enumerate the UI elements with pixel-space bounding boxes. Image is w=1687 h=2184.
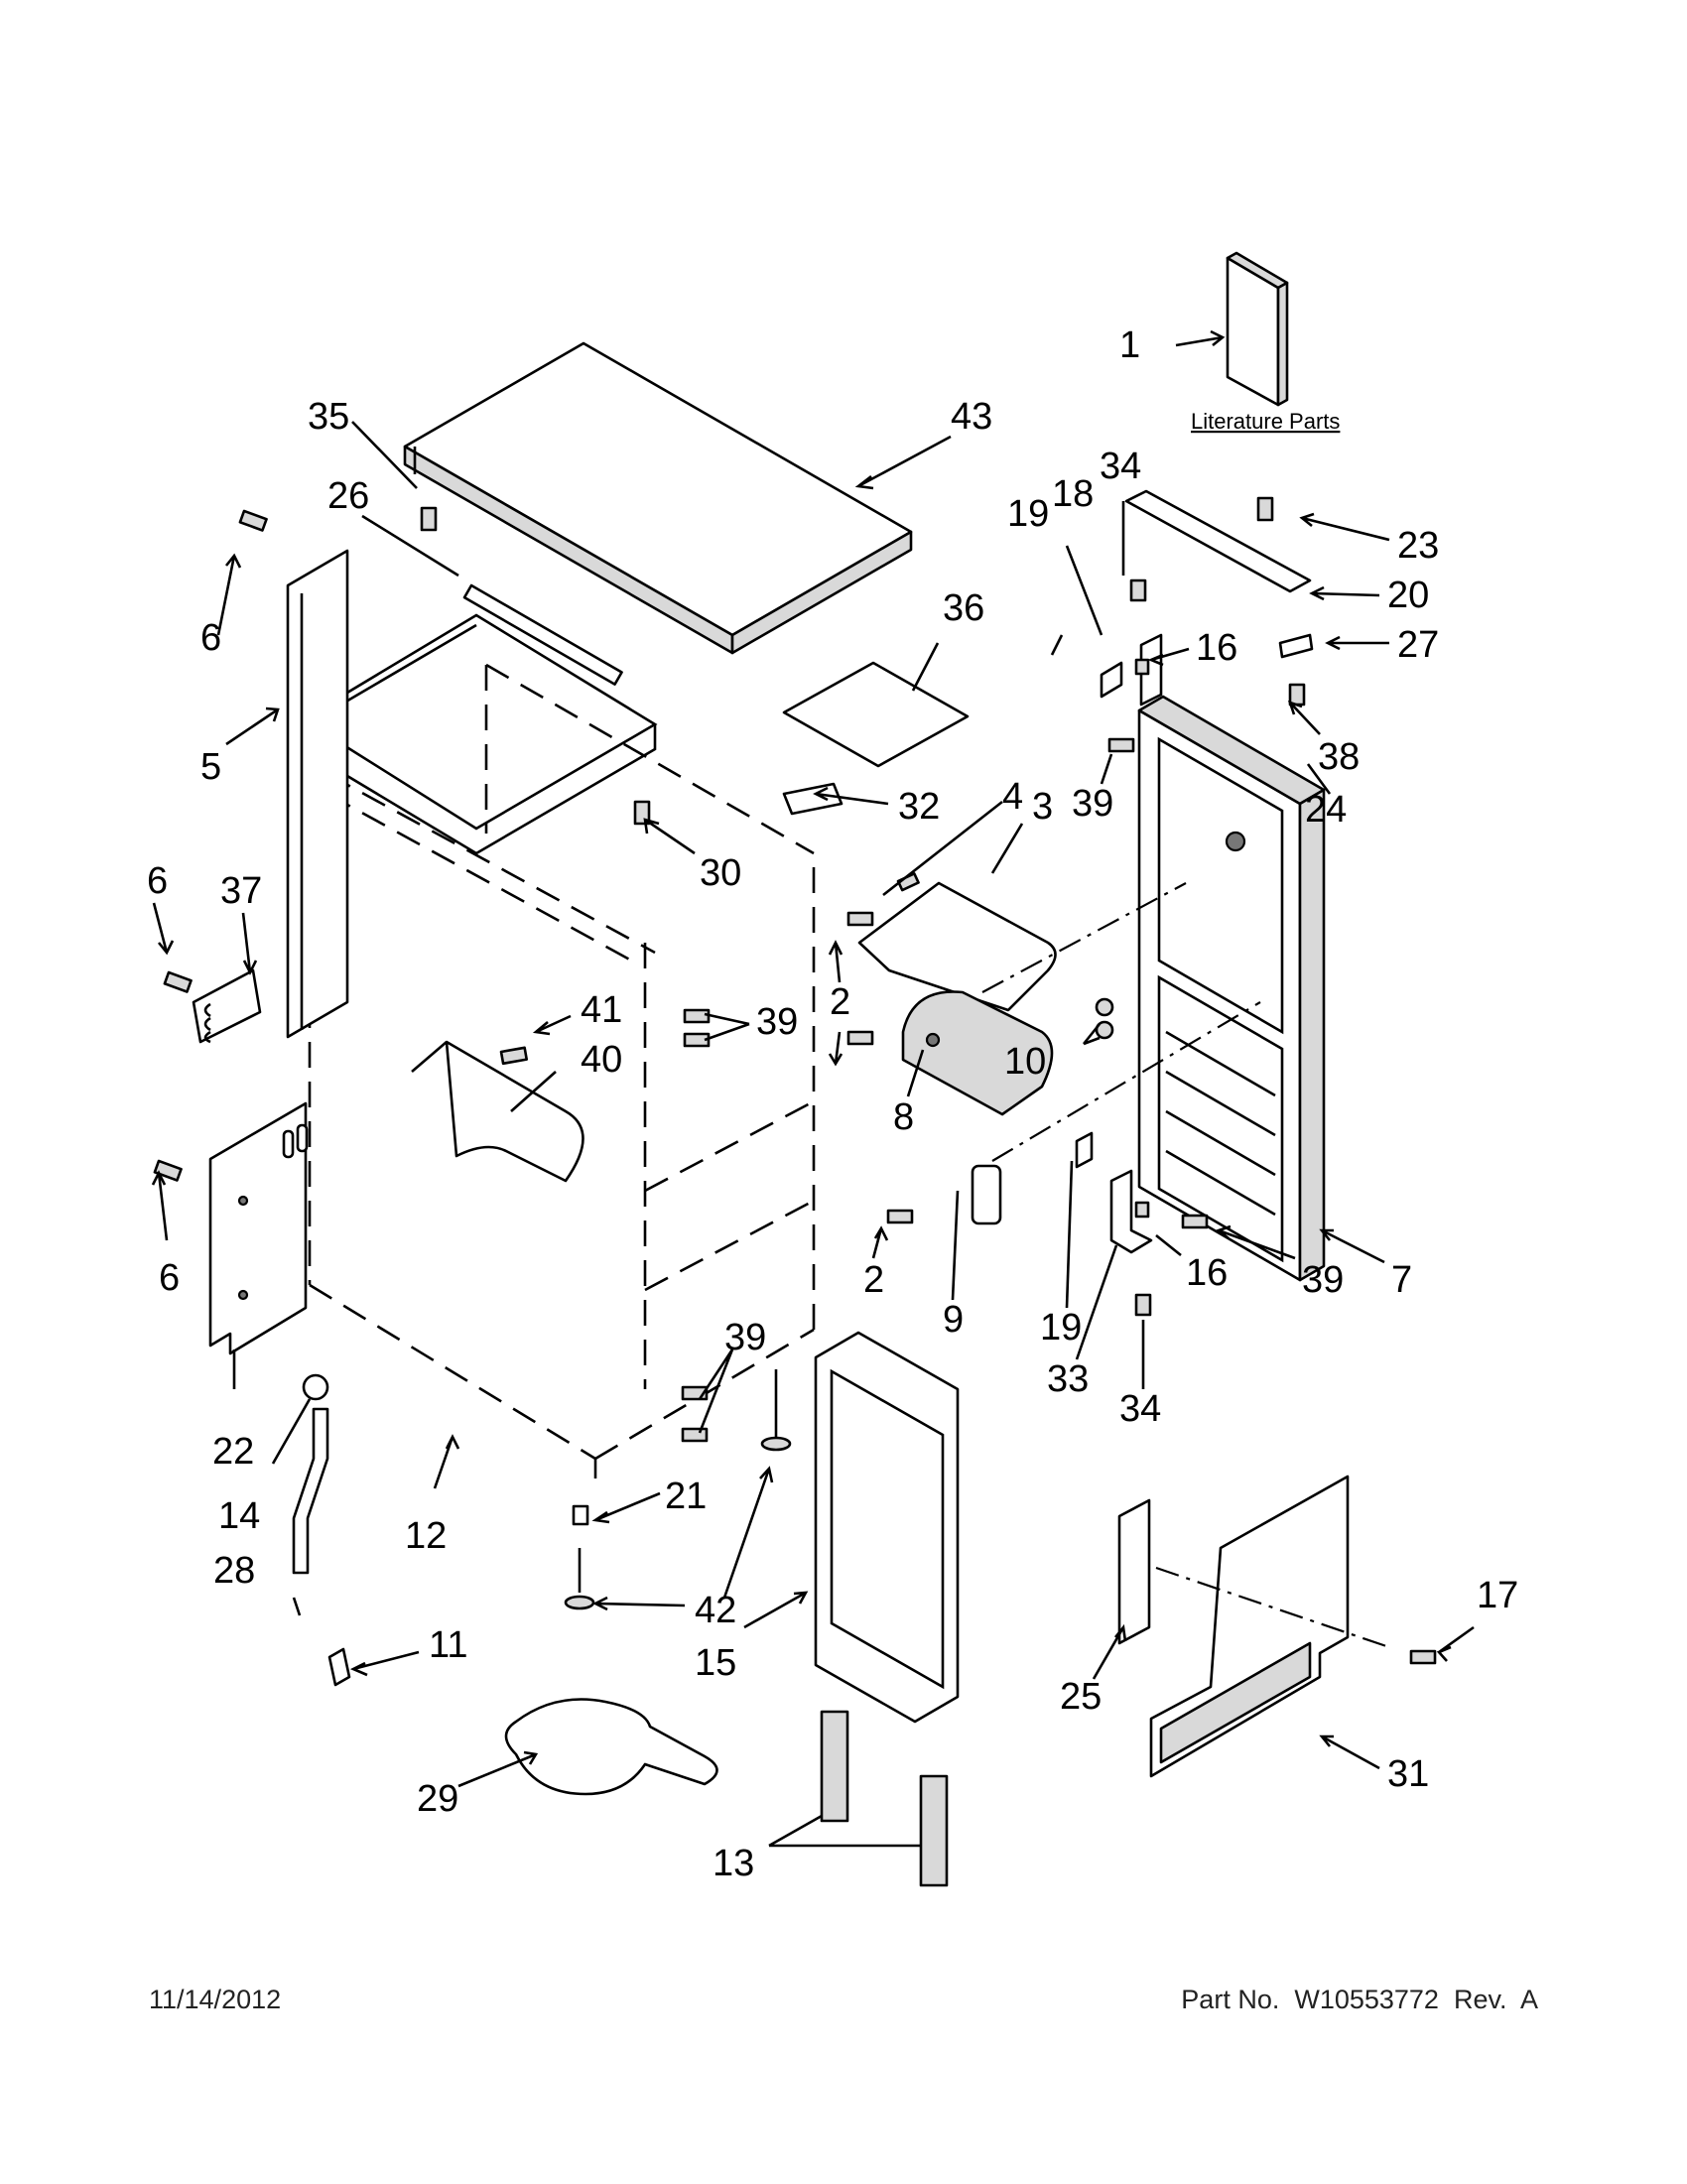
kick-plate xyxy=(1149,1475,1350,1778)
callout-8: 8 xyxy=(893,1096,914,1138)
callout-27: 27 xyxy=(1397,624,1439,666)
callout-35: 35 xyxy=(308,396,349,438)
callout-2: 2 xyxy=(830,981,850,1023)
top-panel xyxy=(403,341,913,655)
callout-31: 31 xyxy=(1387,1753,1429,1795)
callout-36: 36 xyxy=(943,587,984,629)
callout-29: 29 xyxy=(417,1778,458,1820)
door-stop xyxy=(1278,633,1314,659)
leg-stem xyxy=(572,1504,589,1526)
callout-16: 16 xyxy=(1186,1252,1228,1294)
hinge-plate-bottom xyxy=(1075,1131,1094,1169)
callout-labels: 1 35 43 26 6 5 36 32 30 6 37 41 40 39 6 … xyxy=(147,324,1518,1884)
top-seal-strip xyxy=(782,782,844,816)
callout-18: 18 xyxy=(1052,473,1094,515)
leveling-legs xyxy=(564,1369,792,1610)
control-cover xyxy=(901,990,1054,1116)
door-switch xyxy=(971,1164,1002,1225)
callout-39: 39 xyxy=(724,1317,766,1358)
callout-19: 19 xyxy=(1007,493,1049,535)
air-duct xyxy=(411,1040,584,1183)
callout-6: 6 xyxy=(159,1257,180,1299)
callout-37: 37 xyxy=(220,870,262,912)
callout-13: 13 xyxy=(713,1843,754,1884)
callout-15: 15 xyxy=(695,1642,736,1684)
kick-plate-bracket xyxy=(1117,1498,1151,1645)
shelf-liner xyxy=(782,661,970,768)
callout-39: 39 xyxy=(1072,783,1113,825)
callout-30: 30 xyxy=(700,852,741,894)
hose-clamp xyxy=(302,1373,329,1401)
callout-1: 1 xyxy=(1119,324,1140,366)
evaporator-bracket xyxy=(857,881,1057,1012)
left-side-panel xyxy=(286,549,349,1039)
drain-cap xyxy=(327,1647,351,1687)
callout-42: 42 xyxy=(695,1590,736,1631)
callout-10: 10 xyxy=(1004,1041,1046,1083)
callout-26: 26 xyxy=(327,475,369,517)
callout-25: 25 xyxy=(1060,1676,1102,1718)
callout-38: 38 xyxy=(1318,736,1360,778)
bottom-hinge xyxy=(1109,1169,1153,1254)
callout-39: 39 xyxy=(1302,1259,1344,1301)
callout-41: 41 xyxy=(581,989,622,1031)
literature-booklet xyxy=(1226,251,1289,407)
callout-43: 43 xyxy=(951,396,992,438)
callout-17: 17 xyxy=(1477,1575,1518,1616)
left-lower-panel xyxy=(208,1101,309,1355)
trim-strips xyxy=(820,1710,949,1887)
callout-20: 20 xyxy=(1387,575,1429,616)
callout-32: 32 xyxy=(898,786,940,828)
callout-3: 3 xyxy=(1032,786,1053,828)
callout-16: 16 xyxy=(1196,627,1237,669)
callout-19: 19 xyxy=(1040,1307,1082,1349)
callout-4: 4 xyxy=(1002,776,1023,818)
side-bracket xyxy=(192,968,262,1044)
ice-scoop xyxy=(504,1698,718,1796)
callout-5: 5 xyxy=(200,746,221,788)
callout-2: 2 xyxy=(863,1259,884,1301)
door-assembly xyxy=(1137,695,1326,1282)
callout-11: 11 xyxy=(429,1624,467,1666)
callout-7: 7 xyxy=(1391,1259,1412,1301)
callout-14: 14 xyxy=(218,1495,260,1537)
literature-parts-label: Literature Parts xyxy=(1191,409,1340,434)
top-hinge xyxy=(1139,633,1163,707)
callout-34: 34 xyxy=(1100,446,1141,487)
callout-33: 33 xyxy=(1047,1358,1089,1400)
footer-date: 11/14/2012 xyxy=(149,1985,282,2014)
callout-40: 40 xyxy=(581,1039,622,1081)
footer-part-number: Part No. W10553772 Rev. A xyxy=(1181,1985,1538,2014)
callout-12: 12 xyxy=(405,1515,447,1557)
callout-23: 23 xyxy=(1397,525,1439,567)
drain-tube xyxy=(292,1407,329,1575)
hinge-plate-top xyxy=(1100,661,1123,699)
callout-24: 24 xyxy=(1305,789,1347,831)
callout-34: 34 xyxy=(1119,1388,1161,1430)
callout-9: 9 xyxy=(943,1299,964,1341)
callout-21: 21 xyxy=(665,1476,707,1517)
leader-lines xyxy=(151,329,1475,1848)
callout-6: 6 xyxy=(200,617,221,659)
door-gasket xyxy=(814,1331,960,1724)
callout-39: 39 xyxy=(756,1001,798,1043)
callout-22: 22 xyxy=(212,1431,254,1473)
callout-6: 6 xyxy=(147,860,168,902)
top-trim xyxy=(1124,489,1312,593)
callout-28: 28 xyxy=(213,1550,255,1592)
